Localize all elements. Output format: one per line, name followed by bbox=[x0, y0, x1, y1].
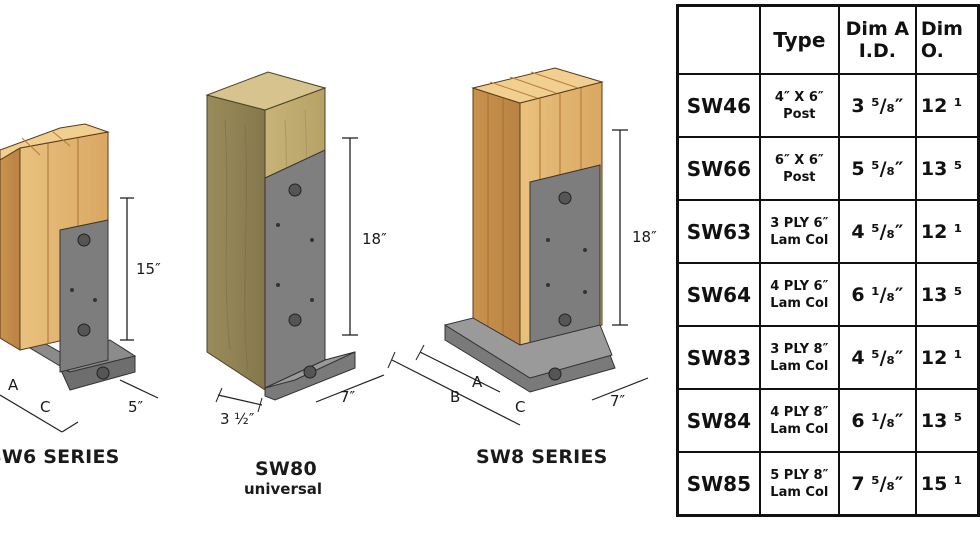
dim-a-cell: 5 ⁵/₈″ bbox=[837, 136, 917, 201]
dim-a-cell: 6 ¹/₈″ bbox=[837, 388, 917, 453]
dim-o-cell: 13 ⁵ bbox=[914, 388, 980, 453]
header-model bbox=[676, 4, 761, 75]
dim-o-cell: 12 ¹ bbox=[914, 325, 980, 390]
type-cell: 6″ X 6″Post bbox=[758, 136, 840, 201]
model-cell: SW85 bbox=[676, 451, 761, 517]
type-line2: Post bbox=[783, 106, 816, 122]
dim-o-cell: 12 ¹ bbox=[914, 199, 980, 264]
type-line2: Lam Col bbox=[770, 484, 829, 500]
sw80-subtitle-text: universal bbox=[244, 480, 323, 498]
sw6-dim-c-label: C bbox=[40, 398, 51, 416]
model-cell: SW64 bbox=[676, 262, 761, 327]
type-cell: 4″ X 6″Post bbox=[758, 73, 840, 138]
model-cell: SW84 bbox=[676, 388, 761, 453]
model-cell: SW63 bbox=[676, 199, 761, 264]
type-line1: 3 PLY 6″ bbox=[770, 215, 829, 231]
sw8-dim-a-label: A bbox=[472, 373, 483, 391]
type-line1: 4 PLY 8″ bbox=[770, 404, 829, 420]
dim-o-cell: 12 ¹ bbox=[914, 73, 980, 138]
sw8-post-diagram bbox=[387, 67, 649, 426]
table-header-row: Type Dim A I.D. Dim O. bbox=[676, 4, 980, 75]
sw8-dim-b-label: B bbox=[450, 388, 461, 406]
dim-o-cell: 13 ⁵ bbox=[914, 262, 980, 327]
type-cell: 4 PLY 6″Lam Col bbox=[758, 262, 840, 327]
sw6-post-side bbox=[0, 147, 21, 351]
sw80-base-label: 3 ½″ bbox=[220, 410, 255, 428]
sw6-height-label: 15″ bbox=[136, 260, 161, 278]
type-line1: 3 PLY 8″ bbox=[770, 341, 829, 357]
header-type: Type bbox=[758, 4, 840, 75]
type-line2: Lam Col bbox=[770, 232, 829, 248]
sw80-width-label: 7″ bbox=[340, 388, 356, 406]
sw6-series-title: SW6 SERIES bbox=[0, 446, 120, 468]
dim-a-cell: 3 ⁵/₈″ bbox=[837, 73, 917, 138]
sw6-width-label: 5″ bbox=[128, 398, 144, 416]
sw8-width-label: 7″ bbox=[610, 392, 626, 410]
type-line1: 4″ X 6″ bbox=[774, 89, 824, 105]
sw8-dim-c-label: C bbox=[515, 398, 526, 416]
sw80-height-label: 18″ bbox=[362, 230, 387, 248]
type-line2: Lam Col bbox=[770, 358, 829, 374]
sw80-subtitle: universal bbox=[244, 478, 323, 498]
model-cell: SW66 bbox=[676, 136, 761, 201]
sw8-post-side bbox=[472, 87, 521, 346]
dim-o-cell: 13 ⁵ bbox=[914, 136, 980, 201]
sw8-height-label: 18″ bbox=[632, 228, 657, 246]
type-line2: Lam Col bbox=[770, 421, 829, 437]
type-line1: 4 PLY 6″ bbox=[770, 278, 829, 294]
dim-a-cell: 6 ¹/₈″ bbox=[837, 262, 917, 327]
sw8-series-title: SW8 SERIES bbox=[476, 446, 608, 468]
sw6-bracket-strap bbox=[59, 219, 109, 373]
sw6-post-top bbox=[0, 123, 110, 161]
type-line1: 5 PLY 8″ bbox=[770, 467, 829, 483]
type-cell: 3 PLY 6″Lam Col bbox=[758, 199, 840, 264]
sw8-post-top bbox=[471, 67, 604, 104]
sw80-series-title: SW80 bbox=[255, 458, 317, 480]
model-cell: SW46 bbox=[676, 73, 761, 138]
sw6-post-diagram bbox=[0, 123, 159, 433]
type-cell: 3 PLY 8″Lam Col bbox=[758, 325, 840, 390]
type-line2: Lam Col bbox=[770, 295, 829, 311]
dim-a-cell: 4 ⁵/₈″ bbox=[837, 325, 917, 390]
model-cell: SW83 bbox=[676, 325, 761, 390]
sw80-post-side bbox=[206, 94, 266, 391]
sw80-post-top bbox=[205, 71, 327, 111]
header-dim-o: Dim O. bbox=[914, 4, 980, 75]
dim-a-cell: 7 ⁵/₈″ bbox=[837, 451, 917, 517]
type-line1: 6″ X 6″ bbox=[774, 152, 824, 168]
type-cell: 5 PLY 8″Lam Col bbox=[758, 451, 840, 517]
dim-a-cell: 4 ⁵/₈″ bbox=[837, 199, 917, 264]
sw80-post-diagram bbox=[205, 71, 385, 413]
type-line2: Post bbox=[783, 169, 816, 185]
header-dim-a: Dim A I.D. bbox=[837, 4, 917, 75]
sw6-dim-a-label: A bbox=[8, 376, 19, 394]
dim-o-cell: 15 ¹ bbox=[914, 451, 980, 517]
type-cell: 4 PLY 8″Lam Col bbox=[758, 388, 840, 453]
